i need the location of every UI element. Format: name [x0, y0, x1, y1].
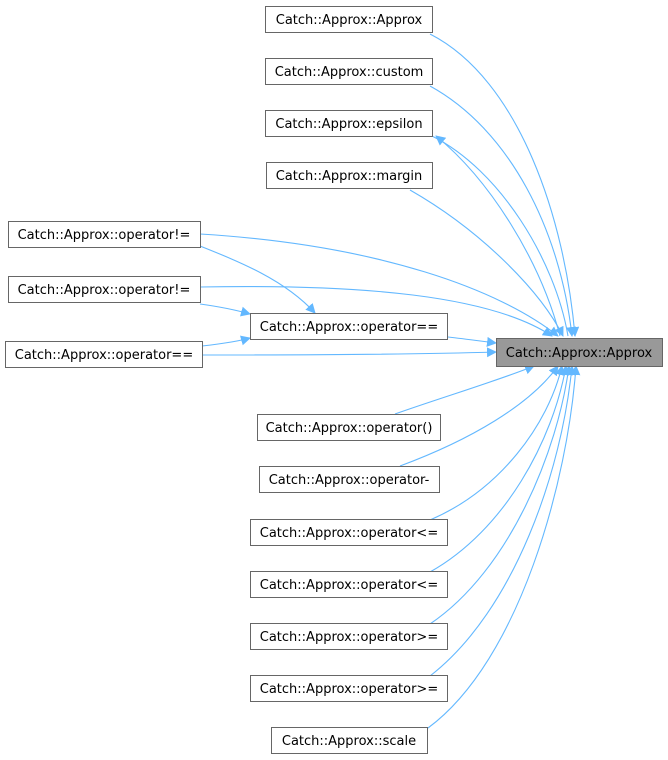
node-label: Catch::Approx::epsilon: [275, 117, 422, 132]
node-n1[interactable]: Catch::Approx::Approx: [265, 6, 433, 33]
node-n14[interactable]: Catch::Approx::operator>=: [250, 675, 448, 702]
node-label: Catch::Approx::custom: [275, 65, 424, 80]
edge-n14-target: [429, 365, 577, 677]
edge-n9-target: [394, 364, 535, 415]
node-n9[interactable]: Catch::Approx::operator(): [257, 414, 441, 441]
edge-n11-target: [429, 365, 565, 521]
node-target[interactable]: Catch::Approx::Approx: [496, 338, 663, 367]
node-label: Catch::Approx::Approx: [276, 13, 423, 28]
edge-n5-target: [199, 233, 559, 337]
edge-n10-target: [399, 365, 559, 467]
node-n8[interactable]: Catch::Approx::operator==: [5, 341, 203, 368]
edge-n6-n7: [199, 303, 251, 317]
node-n15[interactable]: Catch::Approx::scale: [271, 727, 428, 754]
edge-n3-target: [431, 135, 569, 337]
node-n5[interactable]: Catch::Approx::operator!=: [8, 221, 201, 248]
edge-n7-target: [447, 336, 497, 347]
node-label: Catch::Approx::operator>=: [260, 630, 438, 645]
node-n11[interactable]: Catch::Approx::operator<=: [250, 519, 448, 546]
node-label: Catch::Approx::Approx: [506, 346, 653, 361]
node-label: Catch::Approx::operator<=: [260, 578, 438, 593]
node-n13[interactable]: Catch::Approx::operator>=: [250, 623, 448, 650]
edge-n12-target: [429, 365, 570, 573]
node-n12[interactable]: Catch::Approx::operator<=: [250, 571, 448, 598]
node-label: Catch::Approx::margin: [276, 169, 423, 184]
edge-n6-target: [199, 285, 553, 337]
node-n4[interactable]: Catch::Approx::margin: [266, 162, 433, 189]
node-label: Catch::Approx::operator>=: [260, 682, 438, 697]
edge-n4-target: [409, 189, 564, 337]
node-label: Catch::Approx::operator(): [266, 421, 433, 436]
node-label: Catch::Approx::scale: [282, 734, 416, 749]
edge-n1-target: [429, 33, 580, 337]
edge-target-n3: [435, 135, 561, 337]
node-n7[interactable]: Catch::Approx::operator==: [250, 313, 448, 340]
node-n2[interactable]: Catch::Approx::custom: [265, 58, 433, 85]
node-label: Catch::Approx::operator==: [15, 348, 193, 363]
node-n6[interactable]: Catch::Approx::operator!=: [8, 276, 201, 303]
node-label: Catch::Approx::operator!=: [18, 283, 191, 298]
node-label: Catch::Approx::operator==: [260, 320, 438, 335]
edge-n8-target: [201, 347, 497, 358]
edges: [199, 33, 581, 729]
edge-n15-target: [427, 365, 581, 729]
node-label: Catch::Approx::operator<=: [260, 526, 438, 541]
node-label: Catch::Approx::operator!=: [18, 228, 191, 243]
edge-n8-n7: [201, 335, 251, 347]
edge-n2-target: [429, 85, 576, 337]
node-n3[interactable]: Catch::Approx::epsilon: [265, 110, 433, 137]
edge-n5-n7: [199, 245, 316, 314]
node-label: Catch::Approx::operator-: [269, 473, 430, 488]
node-n10[interactable]: Catch::Approx::operator-: [259, 466, 440, 493]
edge-n13-target: [429, 365, 573, 625]
